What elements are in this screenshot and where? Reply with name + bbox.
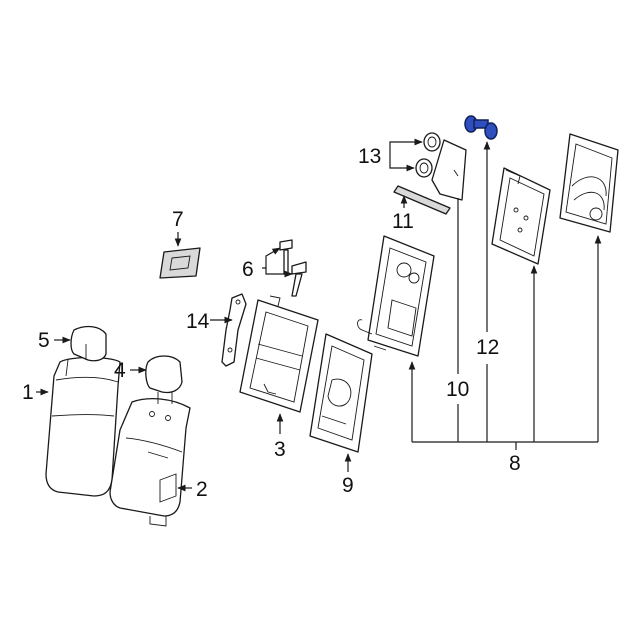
bolts — [279, 239, 307, 297]
headrest-right — [145, 355, 183, 404]
guide-rail — [393, 185, 451, 215]
grommets — [415, 132, 441, 178]
callout-4: 4 — [114, 359, 126, 382]
rear-plate — [559, 133, 619, 233]
massage-module-panel — [357, 235, 435, 357]
hinge-bracket — [221, 293, 247, 367]
callout-14: 14 — [186, 310, 210, 333]
control-board — [491, 167, 551, 265]
callout-12: 12 — [476, 336, 499, 359]
callout-13: 13 — [358, 145, 381, 168]
seat-back-cushion — [45, 356, 121, 497]
callout-labels: 1 2 3 4 5 6 7 8 9 10 11 12 13 14 — [22, 145, 521, 501]
callout-8: 8 — [509, 452, 521, 475]
callout-1: 1 — [22, 381, 34, 404]
callout-3: 3 — [274, 438, 286, 461]
callout-6: 6 — [242, 258, 254, 281]
callout-11: 11 — [392, 210, 414, 233]
callout-7: 7 — [172, 208, 184, 231]
highlighted-connector — [464, 115, 498, 140]
cover-plate — [159, 247, 201, 279]
callout-10: 10 — [446, 378, 469, 401]
seat-back-cover — [109, 397, 191, 527]
leader-lines — [36, 138, 602, 492]
callout-5: 5 — [38, 329, 50, 352]
callout-9: 9 — [342, 474, 354, 497]
callout-2: 2 — [196, 478, 208, 501]
side-cover — [431, 139, 467, 201]
seat-back-frame — [239, 295, 319, 413]
headrest-left — [70, 325, 107, 362]
seat-back-panel — [309, 333, 373, 453]
